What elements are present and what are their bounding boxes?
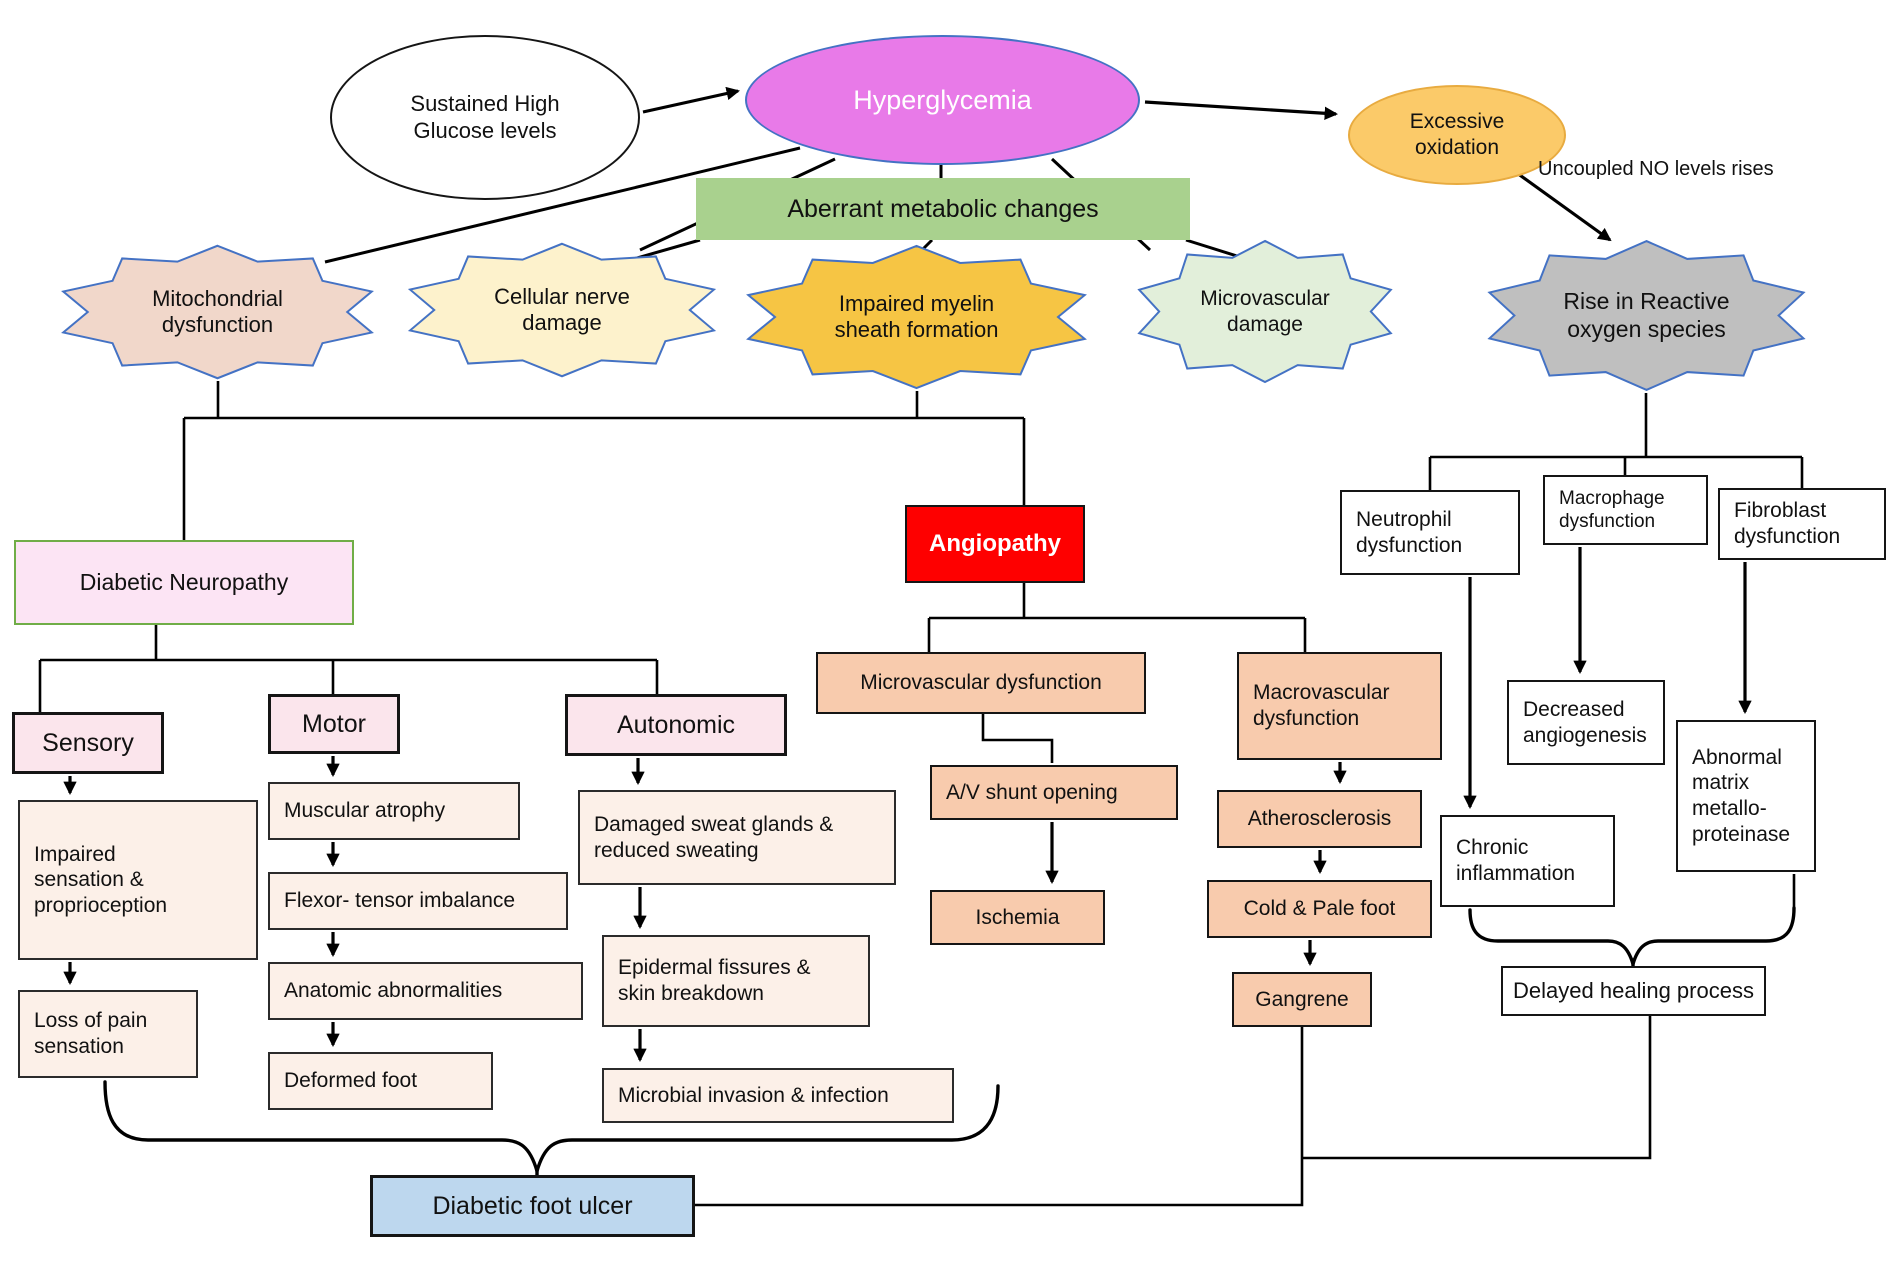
tree-lines — [38, 381, 1804, 1207]
fan-lines — [324, 146, 1257, 264]
node-anatomic-abnormalities: Anatomic abnormalities — [268, 962, 583, 1020]
node-loss-of-pain: Loss of pain sensation — [18, 990, 198, 1078]
star-myelin: Impaired myelin sheath formation — [736, 243, 1097, 391]
node-microvascular-damage: Microvascular damage — [1200, 287, 1330, 336]
node-excessive-oxidation: Excessive oxidation — [1348, 85, 1566, 185]
node-decreased-angiogenesis: Decreased angiogenesis — [1507, 680, 1665, 765]
star-ros: Rise in Reactive oxygen species — [1478, 238, 1815, 393]
node-deformed-foot: Deformed foot — [268, 1052, 493, 1110]
node-av-shunt-opening: A/V shunt opening — [930, 765, 1178, 820]
node-fibroblast-dysfunction: Fibroblast dysfunction — [1718, 488, 1886, 560]
node-impaired-sensation: Impaired sensation & proprioception — [18, 800, 258, 960]
node-mitochondrial-dysfunction: Mitochondrial dysfunction — [152, 285, 283, 337]
starburst-shape — [52, 243, 383, 381]
edge-label-uncoupled-no: Uncoupled NO levels rises — [1538, 158, 1774, 180]
node-delayed-healing: Delayed healing process — [1501, 966, 1766, 1016]
node-gangrene: Gangrene — [1232, 972, 1372, 1027]
node-diabetic-foot-ulcer: Diabetic foot ulcer — [370, 1175, 695, 1237]
starburst-shape — [399, 241, 725, 379]
node-sustained-high-glucose: Sustained High Glucose levels — [330, 35, 640, 200]
node-impaired-myelin: Impaired myelin sheath formation — [834, 290, 999, 342]
starburst-shape — [1130, 238, 1400, 385]
node-atherosclerosis: Atherosclerosis — [1217, 790, 1422, 848]
node-aberrant-metabolic-changes: Aberrant metabolic changes — [696, 178, 1190, 240]
node-cellular-nerve-damage: Cellular nerve damage — [494, 283, 630, 335]
node-cold-pale-foot: Cold & Pale foot — [1207, 880, 1432, 938]
node-flexor-tensor-imbalance: Flexor- tensor imbalance — [268, 872, 568, 930]
arrow-lines — [63, 86, 1752, 1063]
node-motor: Motor — [268, 694, 400, 754]
node-microbial-invasion: Microbial invasion & infection — [602, 1068, 954, 1123]
node-ischemia: Ischemia — [930, 890, 1105, 945]
node-epidermal-fissures: Epidermal fissures & skin breakdown — [602, 935, 870, 1027]
star-cellular-nerve: Cellular nerve damage — [399, 241, 725, 379]
node-microvascular-dysfunction: Microvascular dysfunction — [816, 652, 1146, 714]
node-angiopathy: Angiopathy — [905, 505, 1085, 583]
node-sensory: Sensory — [12, 712, 164, 774]
star-mitochondrial: Mitochondrial dysfunction — [52, 243, 383, 381]
star-microvascular-damage: Microvascular damage — [1130, 238, 1400, 385]
node-autonomic: Autonomic — [565, 694, 787, 756]
node-neutrophil-dysfunction: Neutrophil dysfunction — [1340, 490, 1520, 575]
node-macrovascular-dysfunction: Macrovascular dysfunction — [1237, 652, 1442, 760]
brace-shapes — [103, 906, 1796, 1178]
node-chronic-inflammation: Chronic inflammation — [1440, 815, 1615, 907]
node-macrophage-dysfunction: Macrophage dysfunction — [1543, 475, 1708, 545]
node-diabetic-neuropathy: Diabetic Neuropathy — [14, 540, 354, 625]
node-hyperglycemia: Hyperglycemia — [745, 35, 1140, 165]
node-damaged-sweat-glands: Damaged sweat glands & reduced sweating — [578, 790, 896, 885]
node-abnormal-matrix: Abnormal matrix metallo- proteinase — [1676, 720, 1816, 872]
node-rise-reactive-oxygen: Rise in Reactive oxygen species — [1563, 287, 1730, 342]
node-muscular-atrophy: Muscular atrophy — [268, 782, 520, 840]
starburst-shape — [736, 243, 1097, 391]
starburst-shape — [1478, 238, 1815, 393]
